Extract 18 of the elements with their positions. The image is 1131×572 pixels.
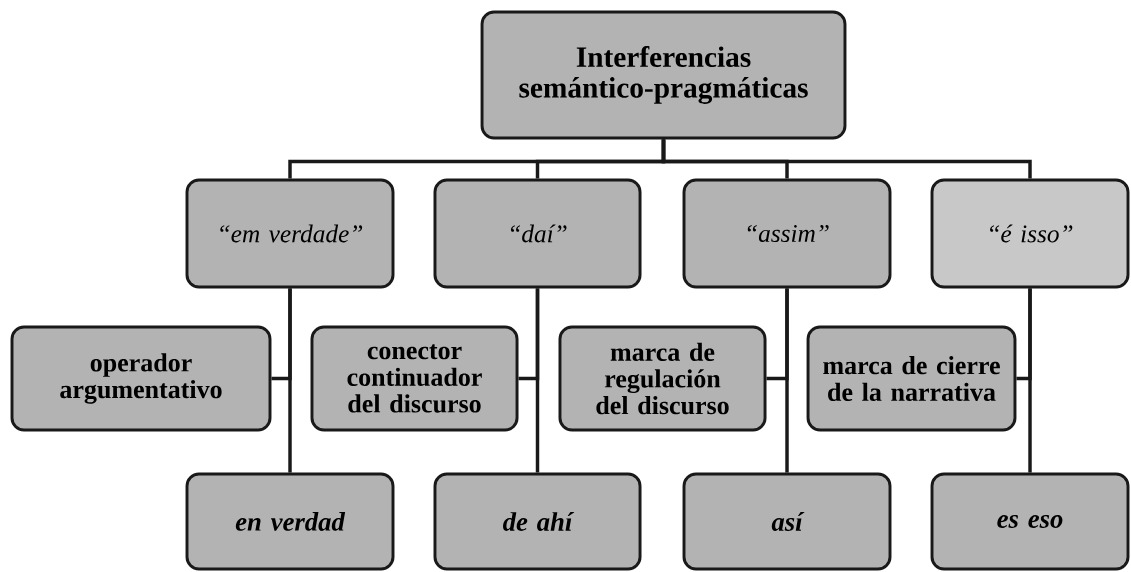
term-box: “é isso”: [930, 178, 1130, 289]
connector-line: [535, 288, 540, 473]
root-box: Interferencias semántico-pragmáticas: [480, 10, 847, 140]
function-box: marca de regulación del discurso: [558, 325, 767, 432]
translation-box: así: [682, 472, 892, 571]
term-box: “assim”: [682, 178, 892, 289]
function-box: operador argumentativo: [10, 325, 272, 432]
function-box: conector continuador del discurso: [310, 325, 519, 432]
connector-line: [288, 288, 292, 473]
function-box: marca de cierre de la narrativa: [806, 325, 1017, 432]
connector-line: [785, 288, 789, 473]
translation-box: de ahí: [433, 472, 642, 571]
term-box: “daí”: [433, 178, 642, 289]
connector-line: [661, 139, 1032, 179]
connector-line: [1028, 288, 1032, 473]
translation-box: en verdad: [185, 472, 395, 571]
translation-box: es eso: [930, 472, 1130, 571]
term-box: “em verdade”: [185, 178, 395, 289]
